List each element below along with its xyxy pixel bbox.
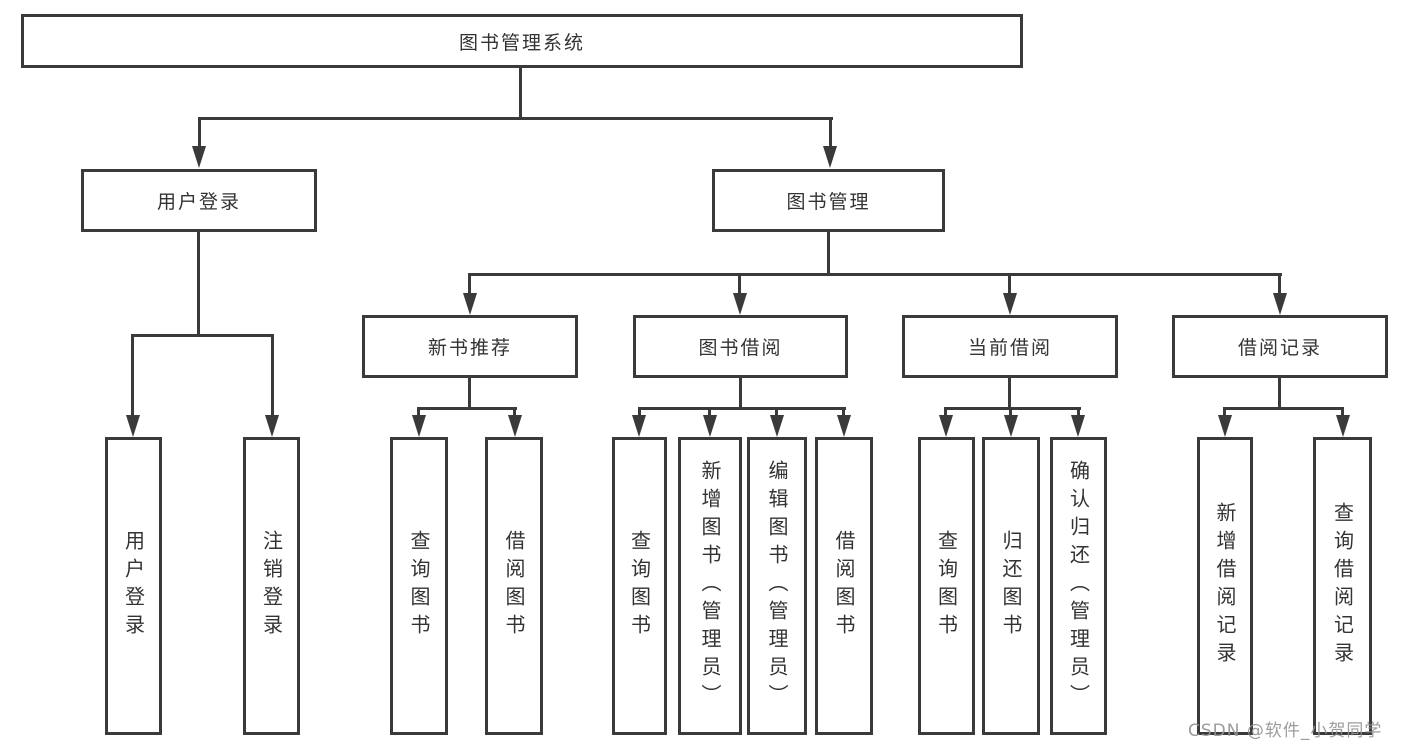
connector-line bbox=[468, 378, 471, 409]
node-leaf-add-book: 新增图书（管理员） bbox=[678, 437, 742, 735]
node-label-leaf-add-book: 新增图书（管理员） bbox=[698, 460, 722, 712]
connector-line bbox=[417, 407, 517, 410]
connector-line bbox=[738, 273, 741, 297]
csdn-watermark: CSDN @软件_小贺同学 bbox=[1188, 721, 1383, 741]
connector-line bbox=[944, 407, 1081, 410]
node-label-leaf-logout: 注销登录 bbox=[259, 530, 284, 642]
node-user-login: 用户登录 bbox=[81, 169, 317, 232]
connector-line bbox=[1341, 407, 1344, 419]
node-label-book-mgmt: 图书管理 bbox=[786, 191, 871, 213]
node-label-current-borrow: 当前借阅 bbox=[967, 337, 1052, 359]
connector-line bbox=[1008, 378, 1011, 409]
arrowhead-down-icon bbox=[733, 293, 747, 315]
connector-line bbox=[1009, 407, 1012, 419]
node-leaf-user-login: 用户登录 bbox=[105, 437, 162, 735]
node-current-borrow: 当前借阅 bbox=[902, 315, 1118, 378]
arrowhead-down-icon bbox=[126, 415, 140, 437]
arrowhead-down-icon bbox=[265, 415, 279, 437]
arrowhead-down-icon bbox=[1218, 415, 1232, 437]
node-label-leaf-confirm-return: 确认归还（管理员） bbox=[1066, 460, 1091, 712]
node-label-leaf-edit-book: 编辑图书（管理员） bbox=[765, 460, 789, 712]
node-label-leaf-borrow-book-2: 借阅图书 bbox=[832, 530, 856, 642]
connector-line bbox=[638, 407, 846, 410]
node-label-leaf-query-book-1: 查询图书 bbox=[407, 530, 431, 642]
node-label-book-borrow: 图书借阅 bbox=[698, 337, 783, 359]
connector-line bbox=[827, 232, 830, 275]
node-label-borrow-records: 借阅记录 bbox=[1237, 337, 1322, 359]
connector-line bbox=[829, 117, 832, 150]
connector-line bbox=[1223, 407, 1344, 410]
node-leaf-edit-book: 编辑图书（管理员） bbox=[747, 437, 807, 735]
node-leaf-borrow-book-2: 借阅图书 bbox=[815, 437, 873, 735]
arrowhead-down-icon bbox=[1273, 293, 1287, 315]
connector-line bbox=[944, 407, 947, 419]
connector-line bbox=[198, 117, 833, 120]
arrowhead-down-icon bbox=[192, 146, 206, 168]
node-leaf-confirm-return: 确认归还（管理员） bbox=[1050, 437, 1107, 735]
connector-line bbox=[775, 407, 778, 419]
connector-line bbox=[1278, 273, 1281, 297]
connector-line bbox=[842, 407, 845, 419]
node-label-new-book-rec: 新书推荐 bbox=[427, 337, 512, 359]
connector-line bbox=[1077, 407, 1080, 419]
arrowhead-down-icon bbox=[823, 146, 837, 168]
node-borrow-records: 借阅记录 bbox=[1172, 315, 1388, 378]
connector-line bbox=[638, 407, 641, 419]
node-root: 图书管理系统 bbox=[21, 14, 1023, 68]
arrowhead-down-icon bbox=[1003, 293, 1017, 315]
node-label-leaf-query-book-3: 查询图书 bbox=[934, 530, 959, 642]
arrowhead-down-icon bbox=[1071, 415, 1085, 437]
connector-line bbox=[1278, 378, 1281, 409]
arrowhead-down-icon bbox=[1336, 415, 1350, 437]
node-leaf-query-record: 查询借阅记录 bbox=[1313, 437, 1372, 735]
arrowhead-down-icon bbox=[703, 415, 717, 437]
connector-line bbox=[1008, 273, 1011, 297]
connector-line bbox=[1223, 407, 1226, 419]
node-leaf-return-book: 归还图书 bbox=[982, 437, 1040, 735]
node-book-mgmt: 图书管理 bbox=[712, 169, 945, 232]
arrowhead-down-icon bbox=[463, 293, 477, 315]
connector-line bbox=[417, 407, 420, 419]
arrowhead-down-icon bbox=[837, 415, 851, 437]
node-label-leaf-borrow-book-1: 借阅图书 bbox=[502, 530, 526, 642]
connector-line bbox=[519, 68, 522, 119]
node-label-leaf-add-record: 新增借阅记录 bbox=[1213, 502, 1237, 670]
node-leaf-borrow-book-1: 借阅图书 bbox=[485, 437, 543, 735]
node-leaf-query-book-1: 查询图书 bbox=[390, 437, 448, 735]
arrowhead-down-icon bbox=[412, 415, 426, 437]
node-label-leaf-return-book: 归还图书 bbox=[999, 530, 1023, 642]
connector-line bbox=[197, 232, 200, 336]
arrowhead-down-icon bbox=[508, 415, 522, 437]
arrowhead-down-icon bbox=[1004, 415, 1018, 437]
connector-line bbox=[468, 273, 1282, 276]
arrowhead-down-icon bbox=[770, 415, 784, 437]
node-leaf-query-book-3: 查询图书 bbox=[918, 437, 975, 735]
node-leaf-add-record: 新增借阅记录 bbox=[1197, 437, 1253, 735]
node-label-leaf-query-book-2: 查询图书 bbox=[627, 530, 652, 642]
node-leaf-logout: 注销登录 bbox=[243, 437, 300, 735]
arrowhead-down-icon bbox=[632, 415, 646, 437]
connector-line bbox=[271, 334, 274, 417]
arrowhead-down-icon bbox=[939, 415, 953, 437]
node-label-root: 图书管理系统 bbox=[458, 31, 585, 54]
connector-line bbox=[131, 334, 274, 337]
node-new-book-rec: 新书推荐 bbox=[362, 315, 578, 378]
node-label-leaf-user-login: 用户登录 bbox=[121, 530, 146, 642]
connector-line bbox=[708, 407, 711, 419]
connector-line bbox=[131, 334, 134, 417]
node-label-user-login: 用户登录 bbox=[156, 191, 241, 213]
node-label-leaf-query-record: 查询借阅记录 bbox=[1330, 502, 1355, 670]
connector-line bbox=[468, 273, 471, 297]
node-leaf-query-book-2: 查询图书 bbox=[612, 437, 667, 735]
connector-line bbox=[198, 117, 201, 150]
connector-line bbox=[739, 378, 742, 409]
connector-line bbox=[513, 407, 516, 419]
node-book-borrow: 图书借阅 bbox=[633, 315, 848, 378]
